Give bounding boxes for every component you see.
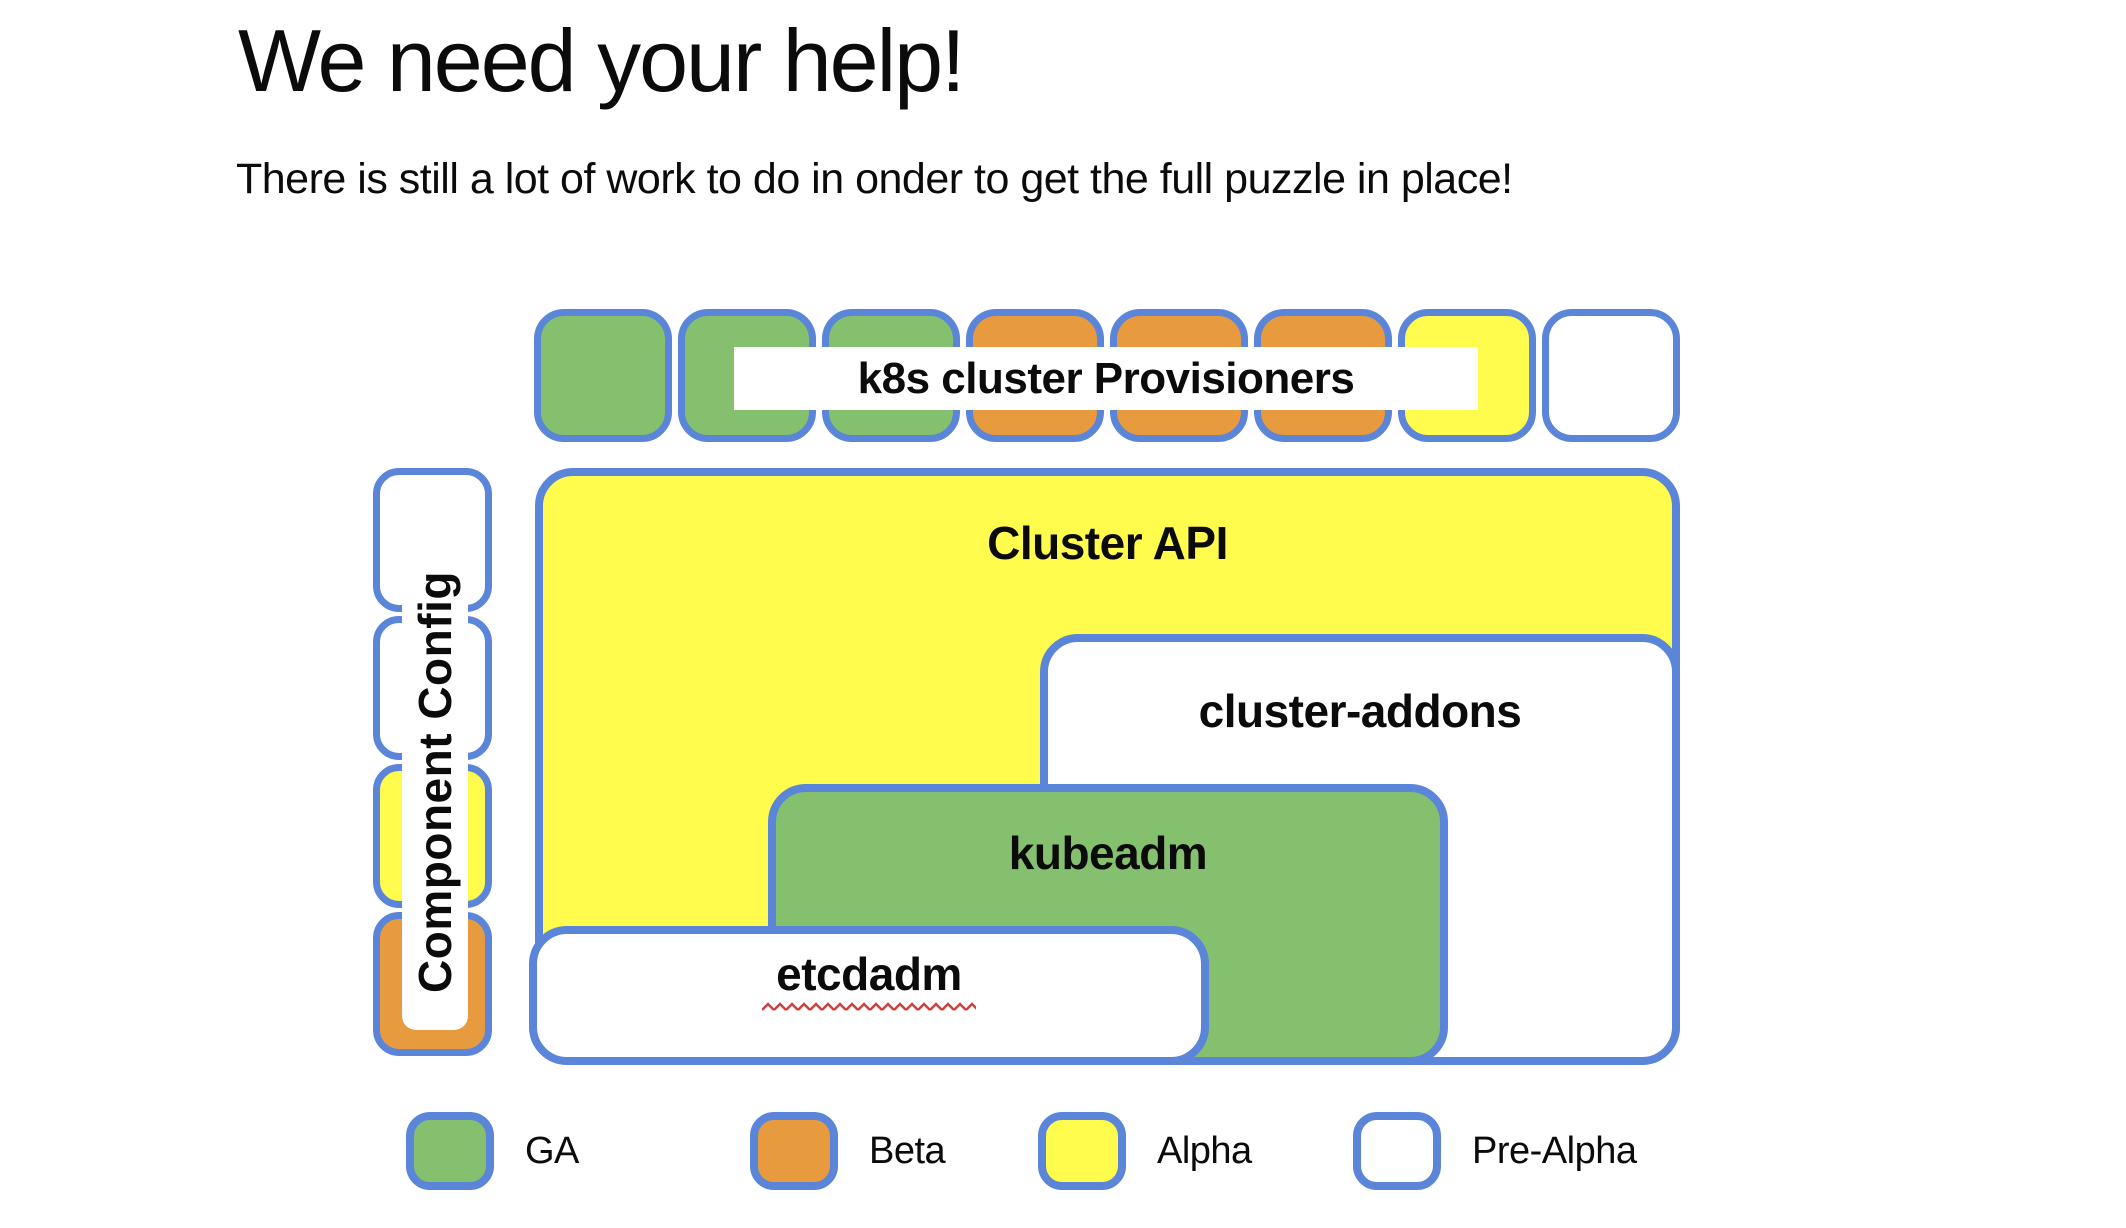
spellcheck-squiggle-icon: [762, 1001, 976, 1014]
page-title: We need your help!: [238, 11, 966, 110]
legend-item-ga: GA: [406, 1112, 579, 1190]
legend-swatch-alpha: [1038, 1112, 1126, 1190]
legend-label-alpha: Alpha: [1157, 1129, 1252, 1172]
etcdadm-label: etcdadm: [776, 948, 962, 1000]
legend-label-ga: GA: [525, 1129, 579, 1172]
kubeadm-label: kubeadm: [1008, 827, 1208, 879]
legend-label-beta: Beta: [869, 1129, 946, 1172]
legend-item-prealpha: Pre-Alpha: [1353, 1112, 1637, 1190]
provisioner-square: [534, 309, 672, 442]
legend-swatch-ga: [406, 1112, 494, 1190]
legend-label-prealpha: Pre-Alpha: [1472, 1129, 1637, 1172]
provisioner-square: [1542, 309, 1680, 442]
component-config-label: Component Config: [409, 570, 462, 993]
cluster-api-label: Cluster API: [987, 517, 1228, 569]
component-config-label-strip: Component Config: [402, 533, 468, 1030]
page-subtitle: There is still a lot of work to do in on…: [236, 155, 1513, 203]
legend-swatch-beta: [750, 1112, 838, 1190]
legend-item-beta: Beta: [750, 1112, 946, 1190]
legend-item-alpha: Alpha: [1038, 1112, 1252, 1190]
etcdadm-box: etcdadm: [529, 926, 1209, 1065]
legend-swatch-prealpha: [1353, 1112, 1441, 1190]
provisioners-label: k8s cluster Provisioners: [734, 347, 1478, 410]
cluster-addons-label: cluster-addons: [1198, 685, 1522, 737]
